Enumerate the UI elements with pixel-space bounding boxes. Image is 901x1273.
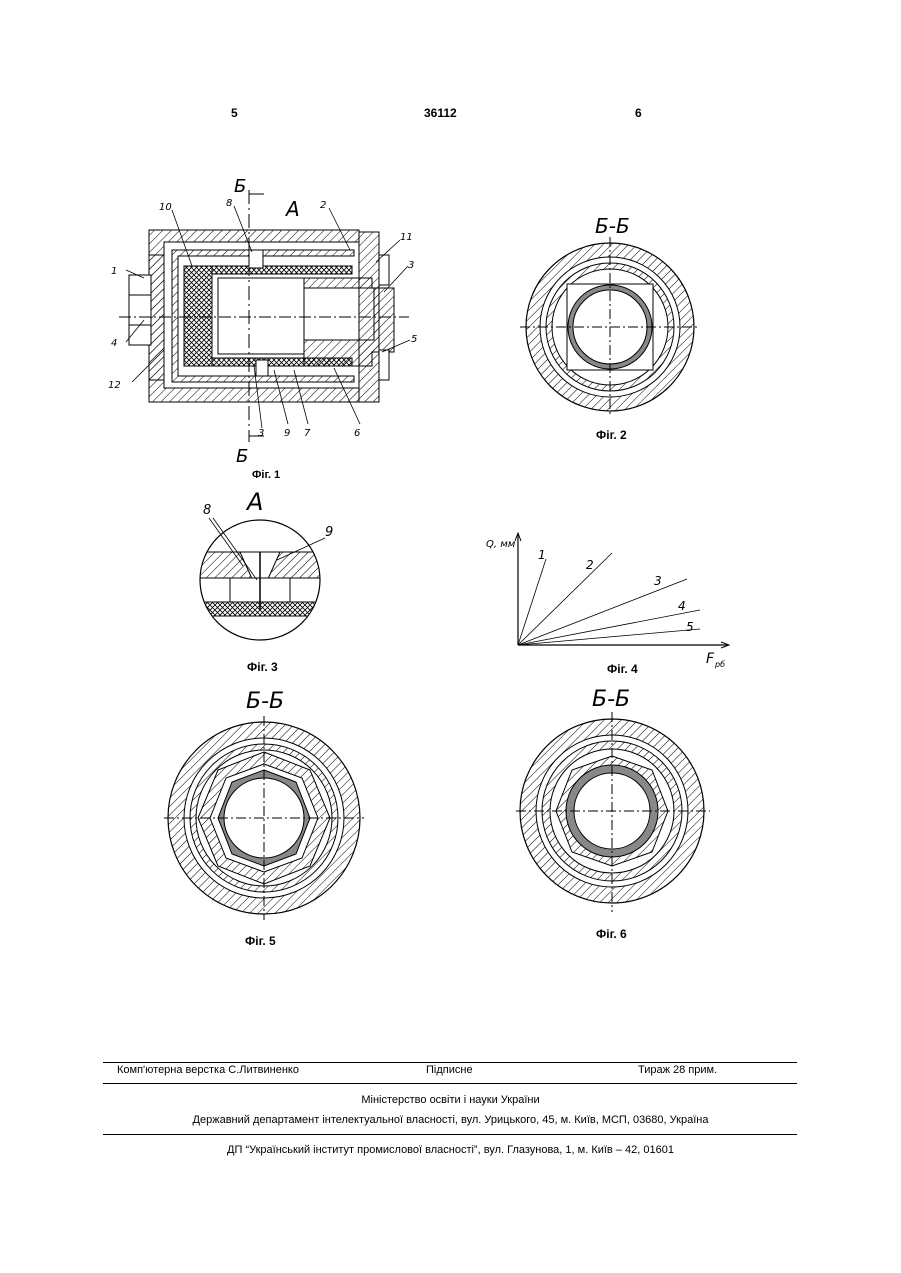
footer-subscription: Підписне	[426, 1064, 473, 1076]
fig4-line-label-4: 4	[678, 599, 686, 613]
figure-6-drawing: Б-Б	[512, 676, 716, 922]
fig4-line-label-1: 1	[538, 548, 546, 562]
footer-institute: ДП “Український інститут промислової вла…	[0, 1144, 901, 1156]
fig5-caption: Фіг. 5	[245, 934, 276, 948]
fig1-section-mark-top: Б	[234, 176, 246, 197]
fig3-callout-9: 9	[325, 525, 333, 540]
fig4-line-label-5: 5	[686, 620, 694, 634]
fig3-caption: Фіг. 3	[247, 660, 278, 674]
fig1-callout-3b: 3	[258, 428, 264, 439]
footer-department: Державний департамент інтелектуальної вл…	[0, 1114, 901, 1126]
fig2-caption: Фіг. 2	[596, 428, 627, 442]
fig1-detail-mark: А	[284, 197, 300, 221]
fig1-callout-8: 8	[226, 198, 232, 209]
footer-typesetting: Комп'ютерна верстка С.Литвиненко	[117, 1064, 299, 1076]
fig3-callout-8: 8	[203, 503, 211, 518]
fig4-line-label-3: 3	[654, 574, 662, 588]
figure-5-drawing: Б-Б	[160, 680, 370, 930]
fig6-title: Б-Б	[592, 687, 630, 712]
figure-1-drawing: Б Б А 1 2 3 3 4 5 6 7 8 9 10 11 12	[104, 170, 426, 470]
fig1-callout-3a: 3	[408, 260, 414, 271]
fig1-callout-11: 11	[400, 232, 413, 243]
fig6-caption: Фіг. 6	[596, 927, 627, 941]
fig4-x-label: F	[706, 651, 715, 667]
fig1-callout-9: 9	[284, 428, 290, 439]
footer-rule-middle	[103, 1083, 797, 1084]
fig1-callout-4: 4	[111, 338, 117, 349]
right-page-number: 6	[635, 106, 642, 120]
footer-rule-top	[103, 1062, 797, 1063]
footer-circulation: Тираж 28 прим.	[638, 1064, 717, 1076]
figure-4-graph: Q, мм 1 2 3 4 5 F рб	[482, 525, 742, 675]
figure-3-drawing: А 8 9	[185, 480, 345, 658]
fig4-line-label-2: 2	[586, 558, 594, 572]
fig3-title: А	[245, 488, 263, 516]
fig1-callout-6: 6	[354, 428, 360, 439]
fig5-title: Б-Б	[246, 689, 284, 714]
fig2-title: Б-Б	[595, 214, 630, 238]
fig1-callout-1: 1	[111, 266, 117, 277]
fig1-callout-10: 10	[159, 202, 172, 213]
fig1-section-mark-bottom: Б	[236, 446, 248, 467]
fig4-y-label: Q, мм	[486, 539, 516, 550]
patent-number: 36112	[424, 106, 457, 120]
fig1-callout-12: 12	[108, 380, 121, 391]
footer-rule-bottom	[103, 1134, 797, 1135]
fig1-callout-7: 7	[304, 428, 311, 439]
footer-ministry: Міністерство освіти і науки України	[0, 1094, 901, 1106]
figure-2-drawing: Б-Б	[515, 205, 705, 435]
left-page-number: 5	[231, 106, 238, 120]
fig1-callout-5: 5	[411, 334, 417, 345]
fig4-caption: Фіг. 4	[607, 662, 638, 676]
fig1-callout-2: 2	[320, 200, 326, 211]
fig4-x-label-sub: рб	[714, 660, 725, 669]
